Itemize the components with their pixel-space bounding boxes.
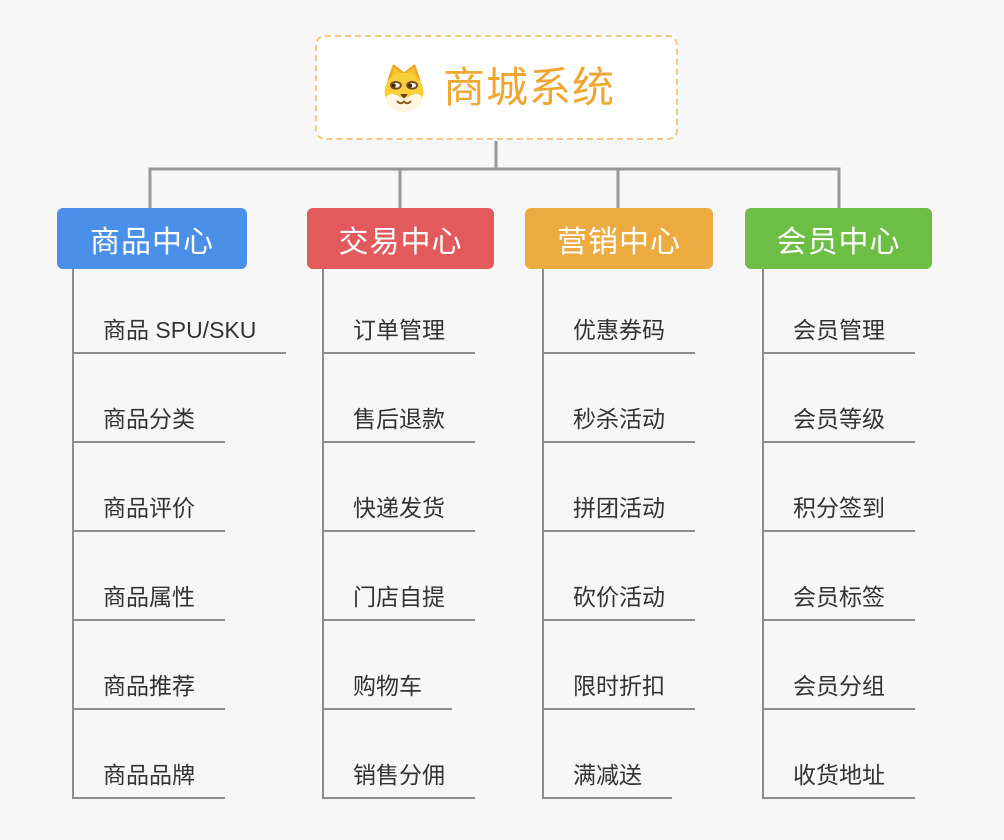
leaf-node[interactable]: 会员等级	[763, 405, 915, 443]
leaf-node[interactable]: 砍价活动	[543, 583, 695, 621]
leaf-node[interactable]: 商品推荐	[73, 672, 225, 710]
branch-product-center[interactable]: 商品中心	[57, 208, 247, 269]
leaf-node[interactable]: 拼团活动	[543, 494, 695, 532]
leaf-node[interactable]: 收货地址	[763, 761, 915, 799]
leaf-node[interactable]: 商品品牌	[73, 761, 225, 799]
branch-trade-center[interactable]: 交易中心	[307, 208, 494, 269]
root-node[interactable]: 商城系统	[315, 35, 678, 140]
leaf-node[interactable]: 订单管理	[323, 316, 475, 354]
leaf-node[interactable]: 商品 SPU/SKU	[73, 316, 287, 354]
branch-member-center[interactable]: 会员中心	[745, 208, 932, 269]
leaf-node[interactable]: 商品评价	[73, 494, 225, 532]
leaf-node[interactable]: 销售分佣	[323, 761, 475, 799]
leaf-node[interactable]: 快递发货	[323, 494, 475, 532]
leaf-node[interactable]: 售后退款	[323, 405, 475, 443]
leaf-node[interactable]: 满减送	[543, 761, 672, 799]
leaf-node[interactable]: 优惠券码	[543, 316, 695, 354]
branch-marketing-center[interactable]: 营销中心	[525, 208, 713, 269]
leaf-node[interactable]: 会员分组	[763, 672, 915, 710]
leaf-node[interactable]: 限时折扣	[543, 672, 695, 710]
leaf-node[interactable]: 积分签到	[763, 494, 915, 532]
leaf-node[interactable]: 门店自提	[323, 583, 475, 621]
leaf-node[interactable]: 商品分类	[73, 405, 225, 443]
root-title: 商城系统	[442, 63, 615, 111]
leaf-node[interactable]: 商品属性	[73, 583, 225, 621]
leaf-node[interactable]: 购物车	[323, 672, 452, 710]
leaf-node[interactable]: 会员管理	[763, 316, 915, 354]
leaf-node[interactable]: 会员标签	[763, 583, 915, 621]
leaf-node[interactable]: 秒杀活动	[543, 405, 695, 443]
dog-face-icon	[378, 62, 430, 114]
